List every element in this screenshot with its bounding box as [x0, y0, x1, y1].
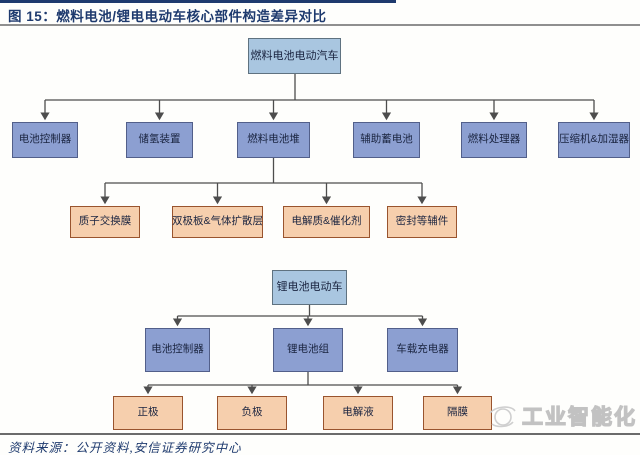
node-anode: 负极: [217, 396, 287, 430]
node-seals-accessories: 密封等辅件: [387, 206, 457, 238]
node-bipolar-plate-gdl: 双极板&气体扩散层: [172, 206, 263, 238]
node-fc-battery-controller: 电池控制器: [12, 122, 78, 158]
node-onboard-charger: 车载充电器: [387, 328, 458, 372]
watermark-logo-icon: [489, 406, 516, 428]
node-fuel-cell-ev: 燃料电池电动汽车: [248, 38, 341, 74]
node-fuel-processor: 燃料处理器: [461, 122, 527, 158]
node-compressor-humidifier: 压缩机&加湿器: [558, 122, 630, 158]
node-hydrogen-storage: 储氢装置: [126, 122, 193, 158]
source-note: 资料来源：公开资料,安信证券研究中心: [8, 441, 242, 455]
figure-bottom-rule: [0, 433, 640, 435]
title-underline: [0, 24, 640, 26]
node-li-battery-controller: 电池控制器: [145, 328, 210, 372]
watermark: 工业智能化: [487, 401, 637, 431]
node-electrolyte-liquid: 电解液: [323, 396, 393, 430]
node-electrolyte-catalyst: 电解质&催化剂: [283, 206, 370, 238]
watermark-text: 工业智能化: [521, 405, 637, 429]
node-fuel-cell-stack: 燃料电池堆: [237, 122, 310, 158]
node-cathode: 正极: [113, 396, 183, 430]
node-lithium-ev: 锂电池电动车: [272, 270, 347, 305]
figure-title: 图 15：燃料电池/锂电电动车核心部件构造差异对比: [8, 9, 327, 24]
title-top-rule: [0, 0, 396, 3]
node-separator: 隔膜: [423, 396, 492, 430]
node-proton-exchange-membrane: 质子交换膜: [70, 206, 140, 238]
node-auxiliary-battery: 辅助蓄电池: [353, 122, 420, 158]
node-li-battery-pack: 锂电池组: [273, 328, 343, 372]
